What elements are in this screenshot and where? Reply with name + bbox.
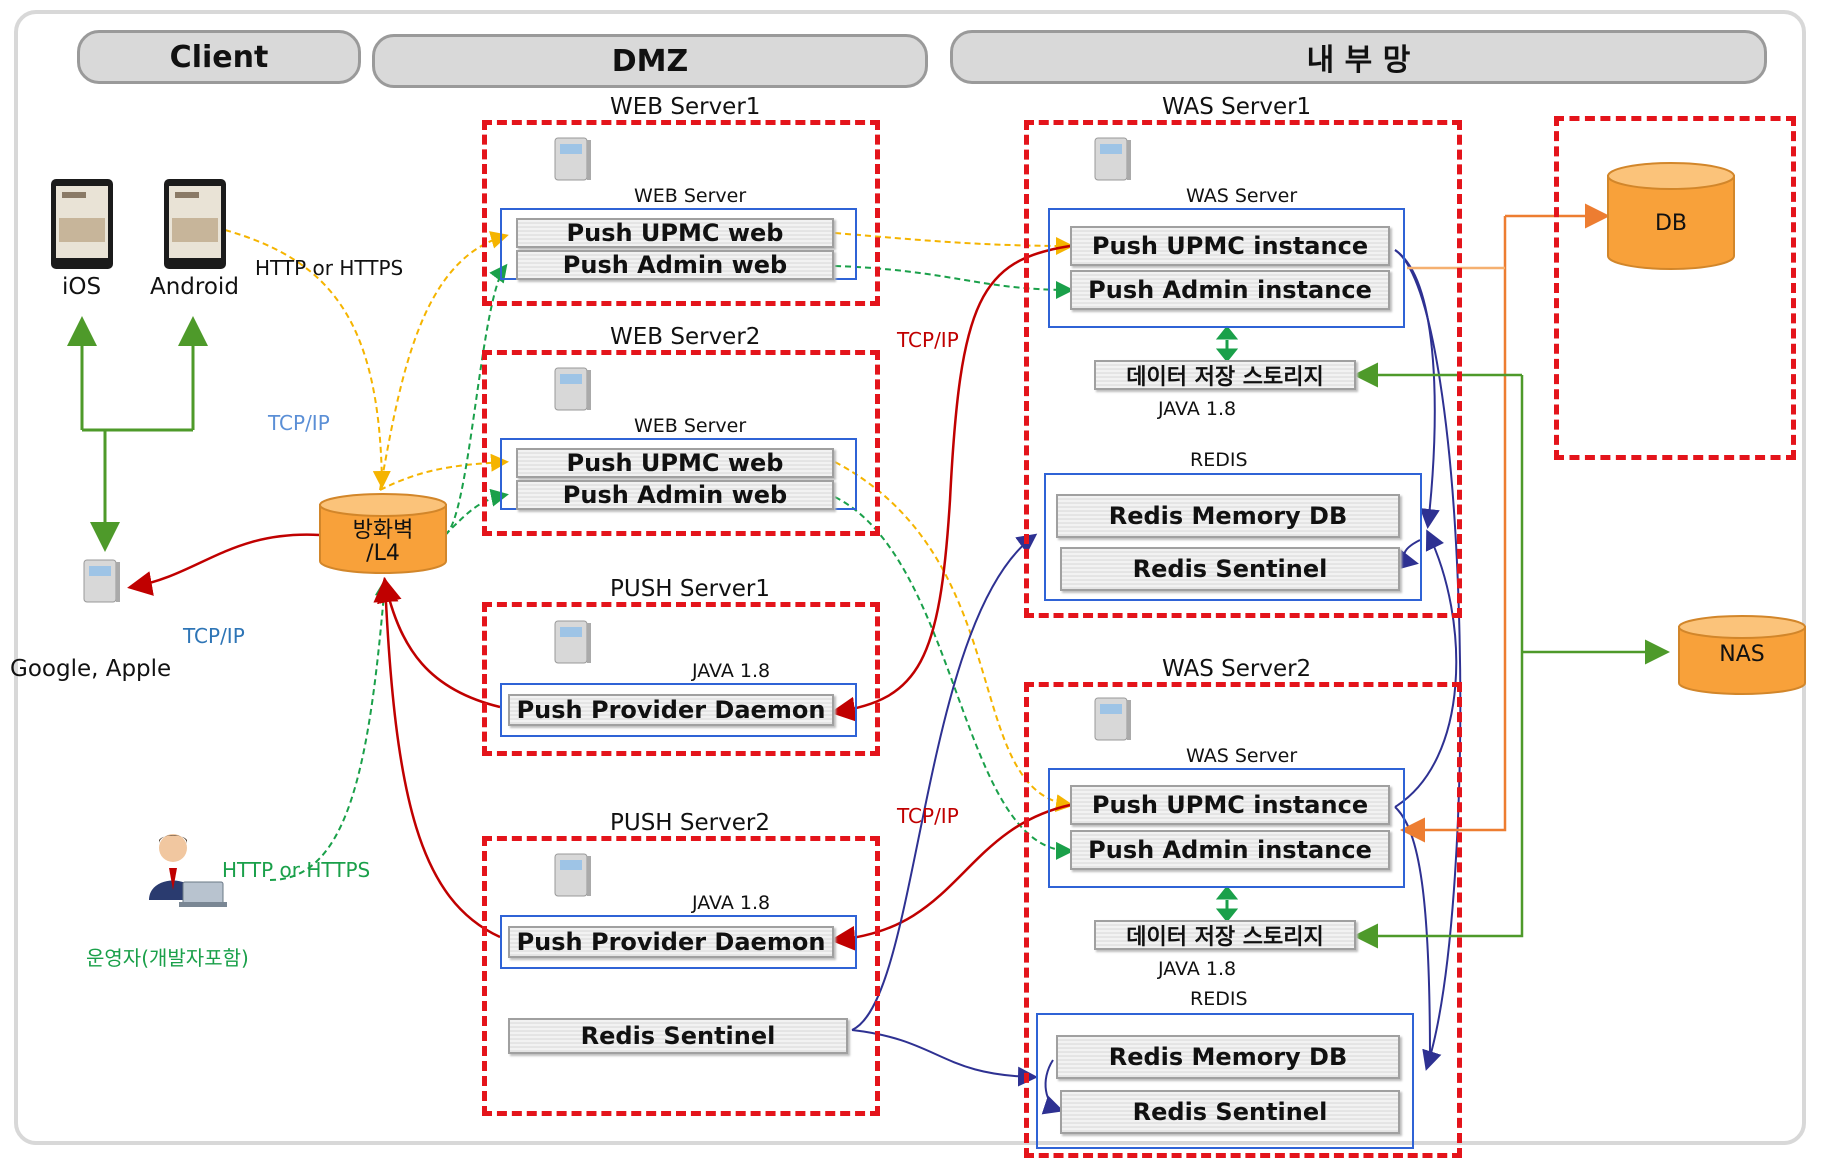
was1-upmc-instance[interactable]: Push UPMC instance xyxy=(1070,226,1390,266)
was1-storage[interactable]: 데이터 저장 스토리지 xyxy=(1094,360,1356,390)
db-label: DB xyxy=(1654,211,1688,236)
was1-redis-sentinel[interactable]: Redis Sentinel xyxy=(1060,547,1400,591)
push2-java: JAVA 1.8 xyxy=(692,892,771,914)
http-client-label: HTTP or HTTPS xyxy=(255,256,404,280)
db-zone xyxy=(1554,116,1796,460)
push1-title: PUSH Server1 xyxy=(610,576,770,602)
storage-updown-arrows xyxy=(1215,325,1239,923)
operator-label: 운영자(개발자포함) xyxy=(86,946,249,970)
android-tablet-icon xyxy=(164,179,226,269)
google-apple-label: Google, Apple xyxy=(10,656,172,682)
push2-zone xyxy=(482,836,880,1116)
header-dmz: DMZ xyxy=(372,34,928,88)
android-label: Android xyxy=(150,274,239,300)
was1-title: WAS Server1 xyxy=(1162,94,1312,120)
operator-person-icon xyxy=(149,834,227,907)
web2-admin-web[interactable]: Push Admin web xyxy=(516,480,834,510)
firewall-cylinder xyxy=(319,493,447,574)
http-yellow-wires xyxy=(224,229,1074,812)
was1-redis-label: REDIS xyxy=(1190,449,1248,471)
admin-green-wires xyxy=(269,263,1074,881)
web2-title: WEB Server2 xyxy=(610,324,761,350)
tcp-push1-label: TCP/IP xyxy=(897,328,959,352)
push1-daemon[interactable]: Push Provider Daemon xyxy=(508,694,834,726)
ios-tablet-icon xyxy=(51,179,113,269)
header-client: Client xyxy=(77,30,361,84)
web1-zone xyxy=(482,120,880,306)
server-icon xyxy=(554,367,591,411)
was1-group xyxy=(1048,208,1405,328)
firewall-line2: /L4 xyxy=(366,541,400,566)
was2-redis-label: REDIS xyxy=(1190,988,1248,1010)
nas-cylinder xyxy=(1678,615,1806,695)
ios-label: iOS xyxy=(62,274,102,300)
server-icon xyxy=(1094,137,1131,181)
server-icon xyxy=(554,620,591,664)
tcp-client-label: TCP/IP xyxy=(268,411,330,435)
firewall-line1: 방화벽 xyxy=(352,518,414,543)
was2-redis-group xyxy=(1036,1013,1414,1149)
server-icon xyxy=(554,137,591,181)
header-internal: 내 부 망 xyxy=(950,30,1767,84)
server-icon xyxy=(554,853,591,897)
was2-storage[interactable]: 데이터 저장 스토리지 xyxy=(1094,920,1356,950)
tcp-google-label: TCP/IP xyxy=(183,624,245,648)
web1-admin-web[interactable]: Push Admin web xyxy=(516,250,834,280)
was2-redis-sentinel[interactable]: Redis Sentinel xyxy=(1060,1090,1400,1134)
push1-zone xyxy=(482,602,880,756)
web2-zone xyxy=(482,350,880,536)
web2-upmc-web[interactable]: Push UPMC web xyxy=(516,448,834,478)
web2-inner-label: WEB Server xyxy=(634,415,747,437)
was2-upmc-instance[interactable]: Push UPMC instance xyxy=(1070,785,1390,825)
was2-zone xyxy=(1024,682,1462,1158)
client-tree-wires xyxy=(67,316,208,552)
was2-java: JAVA 1.8 xyxy=(1158,958,1237,980)
nas-label: NAS xyxy=(1719,642,1765,667)
push2-redis-sentinel[interactable]: Redis Sentinel xyxy=(508,1018,848,1054)
http-operator-label: HTTP or HTTPS xyxy=(222,858,371,882)
was2-group xyxy=(1048,768,1405,888)
was2-inner-label: WAS Server xyxy=(1186,745,1298,767)
server-icon xyxy=(1094,697,1131,741)
diagram-frame xyxy=(14,10,1806,1145)
web1-upmc-web[interactable]: Push UPMC web xyxy=(516,218,834,248)
was1-redis-memory-db[interactable]: Redis Memory DB xyxy=(1056,494,1400,538)
db-cylinder xyxy=(1607,162,1735,270)
was1-redis-group xyxy=(1044,473,1422,601)
was2-title: WAS Server2 xyxy=(1162,656,1312,682)
was1-admin-instance[interactable]: Push Admin instance xyxy=(1070,270,1390,310)
push2-group xyxy=(500,915,857,969)
server-icon xyxy=(83,559,120,603)
nas-green-wires xyxy=(1353,362,1670,949)
web1-title: WEB Server1 xyxy=(610,94,761,120)
push2-title: PUSH Server2 xyxy=(610,810,770,836)
web1-inner-label: WEB Server xyxy=(634,185,747,207)
was1-zone xyxy=(1024,120,1462,618)
push1-group xyxy=(500,683,857,737)
was1-inner-label: WAS Server xyxy=(1186,185,1298,207)
was2-redis-memory-db[interactable]: Redis Memory DB xyxy=(1056,1035,1400,1079)
push1-java: JAVA 1.8 xyxy=(692,660,771,682)
was1-java: JAVA 1.8 xyxy=(1158,398,1237,420)
tcp-push2-label: TCP/IP xyxy=(897,804,959,828)
push2-daemon[interactable]: Push Provider Daemon xyxy=(508,926,834,958)
was2-admin-instance[interactable]: Push Admin instance xyxy=(1070,830,1390,870)
